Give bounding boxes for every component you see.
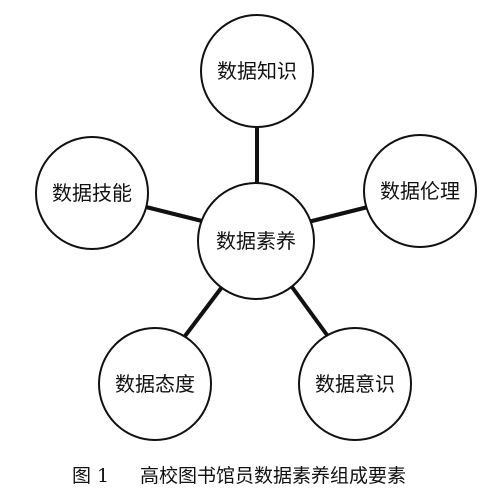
node-center: 数据素养 [197, 182, 315, 300]
node-ethics: 数据伦理 [363, 134, 477, 248]
node-knowledge-label: 数据知识 [217, 59, 297, 83]
node-awareness-label: 数据意识 [315, 372, 395, 396]
node-attitude-label: 数据态度 [115, 372, 195, 396]
node-skills-label: 数据技能 [52, 181, 132, 205]
node-center-circle [197, 182, 315, 300]
node-ethics-circle [363, 134, 477, 248]
node-awareness-circle [298, 327, 412, 441]
connector-ethics [307, 205, 369, 224]
node-awareness: 数据意识 [298, 327, 412, 441]
node-skills: 数据技能 [35, 136, 149, 250]
caption-figure-number: 图 1 [72, 465, 109, 487]
node-knowledge: 数据知识 [200, 14, 314, 128]
connector-attitude [183, 285, 224, 338]
node-skills-circle [35, 136, 149, 250]
node-center-label: 数据素养 [216, 229, 296, 253]
node-ethics-label: 数据伦理 [380, 179, 460, 203]
node-knowledge-circle [200, 14, 314, 128]
connector-awareness [290, 285, 329, 337]
connector-skills [145, 205, 207, 224]
node-attitude-circle [98, 327, 212, 441]
figure-caption: 图 1 高校图书馆员数据素养组成要素 [72, 465, 406, 487]
caption-title: 高校图书馆员数据素养组成要素 [140, 465, 406, 487]
node-attitude: 数据态度 [98, 327, 212, 441]
